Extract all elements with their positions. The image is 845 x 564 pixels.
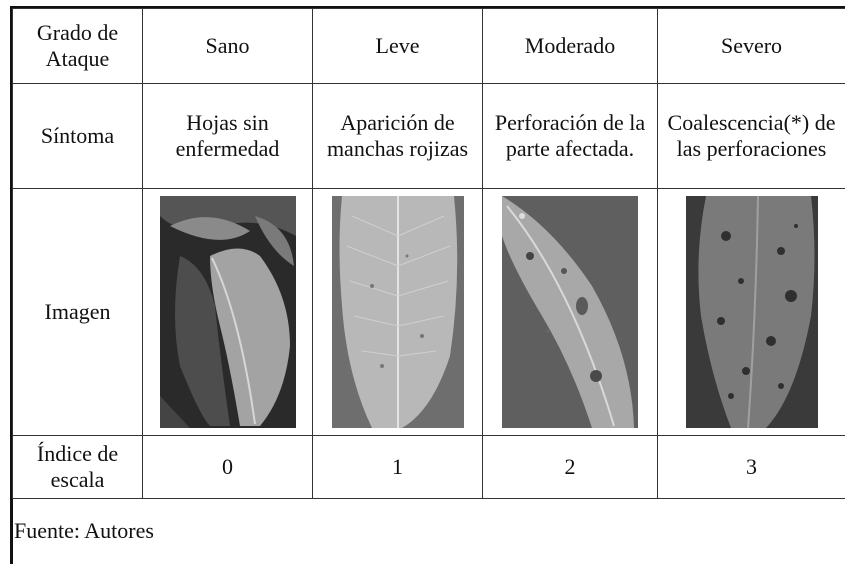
- disease-scale-table: Grado de Ataque Sano Leve Moderado Sever…: [12, 8, 845, 499]
- leaf-with-red-spots-photo: [331, 196, 464, 428]
- index-cell-sano: 0: [142, 435, 313, 499]
- index-cell-leve: 1: [312, 435, 483, 499]
- column-header-severo: Severo: [657, 8, 845, 84]
- leaf-with-coalesced-perforations-photo: [685, 196, 818, 428]
- frame-left-rule: [10, 6, 13, 564]
- symptom-cell-severo: Coalescencia(*) de las perforaciones: [657, 83, 845, 189]
- image-cell-leve: [312, 188, 483, 436]
- frame-top-rule: [10, 6, 845, 9]
- image-cell-moderado: [482, 188, 658, 436]
- index-cell-moderado: 2: [482, 435, 658, 499]
- symptom-cell-sano: Hojas sin enfermedad: [142, 83, 313, 189]
- image-cell-severo: [657, 188, 845, 436]
- leaf-with-perforations-photo: [502, 196, 638, 428]
- row-label-image: Imagen: [12, 188, 143, 436]
- row-label-symptom: Síntoma: [12, 83, 143, 189]
- table-row-symptom: Síntoma Hojas sin enfermedad Aparición d…: [12, 83, 845, 189]
- table-row-scale-index: Índice de escala 0 1 2 3: [12, 435, 845, 499]
- symptom-cell-leve: Aparición de manchas rojizas: [312, 83, 483, 189]
- healthy-leaf-photo: [159, 196, 296, 428]
- table-row-image: Imagen: [12, 188, 845, 436]
- row-label-attack-grade: Grado de Ataque: [12, 8, 143, 84]
- image-cell-sano: [142, 188, 313, 436]
- index-cell-severo: 3: [657, 435, 845, 499]
- table-row-attack-grade: Grado de Ataque Sano Leve Moderado Sever…: [12, 8, 845, 84]
- symptom-cell-moderado: Perforación de la parte afectada.: [482, 83, 658, 189]
- source-note: Fuente: Autores: [14, 518, 154, 543]
- column-header-sano: Sano: [142, 8, 313, 84]
- row-label-scale-index: Índice de escala: [12, 435, 143, 499]
- column-header-leve: Leve: [312, 8, 483, 84]
- column-header-moderado: Moderado: [482, 8, 658, 84]
